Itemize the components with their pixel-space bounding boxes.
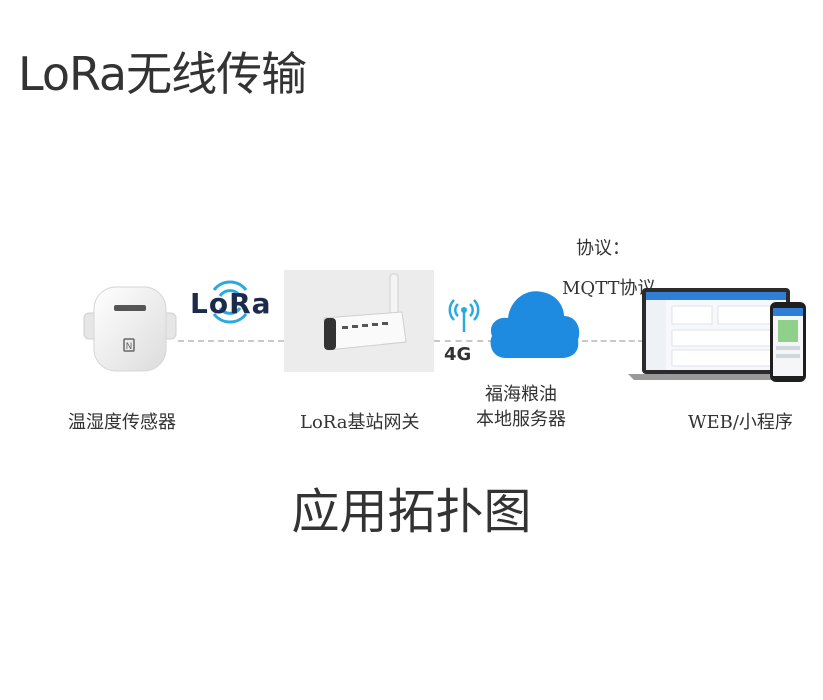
sensor-label: 温湿度传感器 — [68, 412, 176, 433]
server-type: 本地服务器 — [476, 409, 566, 430]
client-label: WEB/小程序 — [688, 412, 793, 433]
svg-text:N: N — [126, 342, 133, 352]
gateway-label: LoRa基站网关 — [300, 412, 420, 433]
sensor-device-icon: N — [83, 286, 177, 372]
cloud-icon — [490, 291, 580, 358]
gateway-device-icon — [284, 270, 434, 372]
connector-line — [434, 340, 494, 342]
server-label: 福海粮油 本地服务器 — [476, 382, 566, 432]
protocol-heading: 协议： — [576, 238, 630, 259]
connector-line — [178, 340, 284, 342]
lora-signal-icon — [212, 280, 248, 324]
4g-label: 4G — [444, 344, 472, 365]
diagram-title: 应用拓扑图 — [291, 484, 532, 540]
connector-line — [582, 340, 644, 342]
server-name: 福海粮油 — [485, 384, 557, 405]
4g-antenna-icon — [448, 299, 480, 332]
page-title: LoRa无线传输 — [18, 47, 307, 101]
lora-logo: LoRa — [190, 287, 272, 320]
protocol-name: MQTT协议 — [562, 278, 656, 299]
protocol-label: 协议： MQTT协议 — [562, 229, 656, 309]
laptop-phone-icon — [628, 288, 806, 382]
